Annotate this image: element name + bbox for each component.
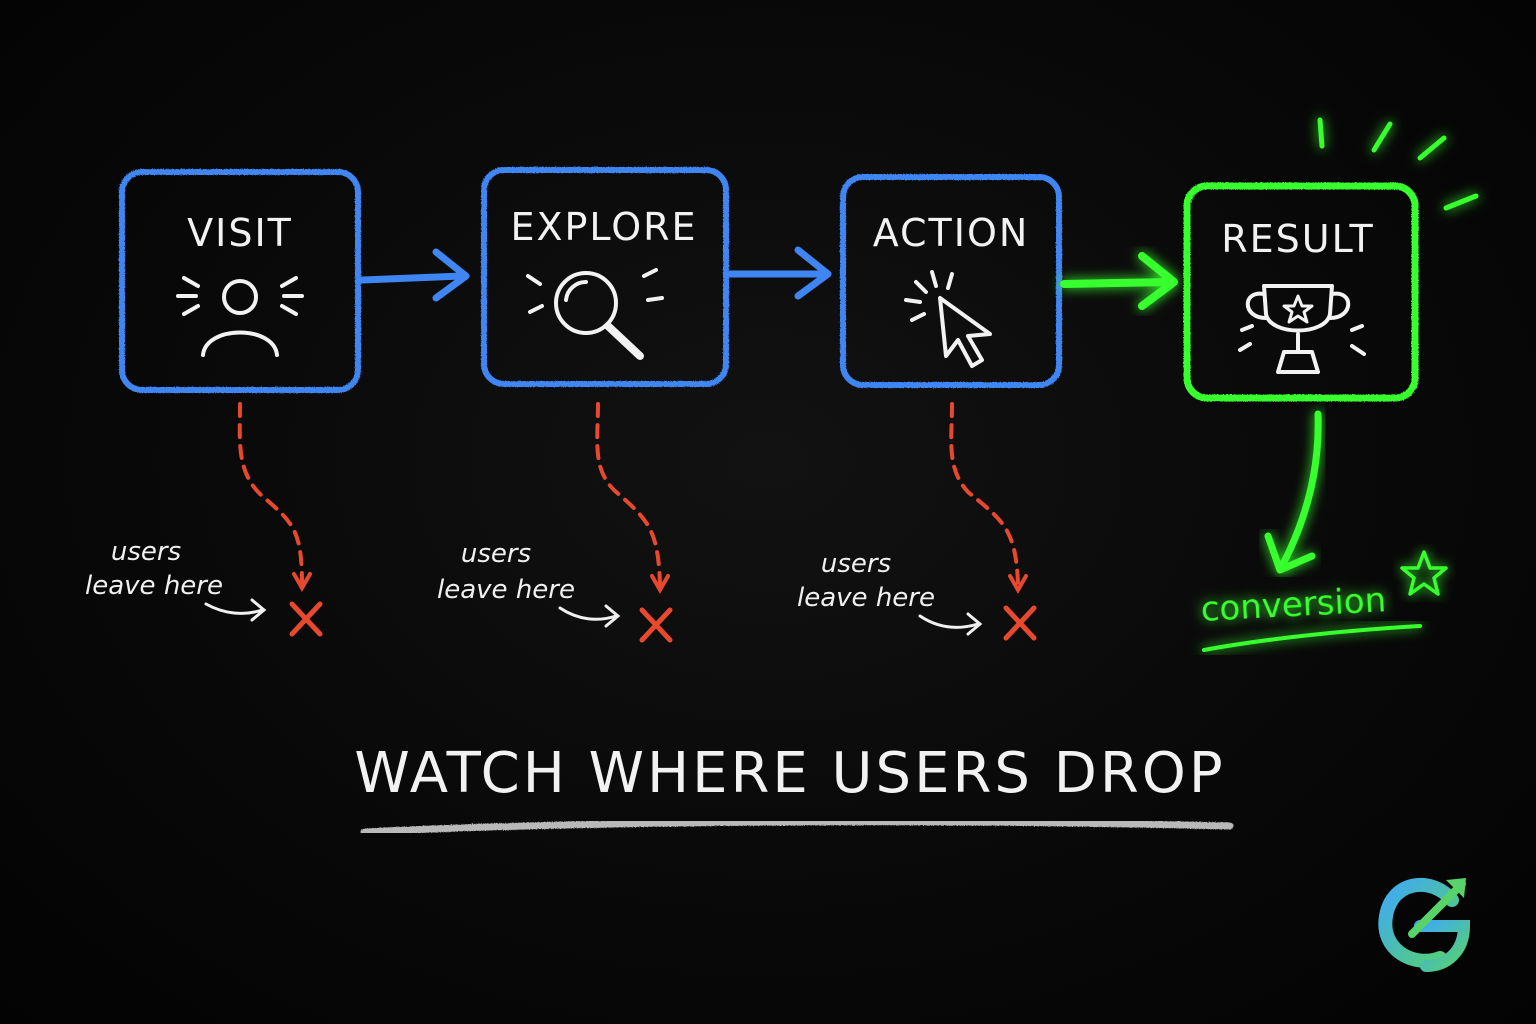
user-icon: [176, 276, 304, 357]
dropoff-1-pointer-arrow: [204, 598, 267, 622]
dropoff-2-line1: users: [461, 539, 531, 569]
conversion-arrow: [1278, 410, 1322, 570]
dropoff-3-line1: users: [821, 549, 891, 579]
dropoff-3-pointer-arrow: [918, 612, 983, 636]
stage-explore: EXPLORE: [481, 167, 729, 387]
dropoff-2-pointer-arrow: [558, 604, 621, 628]
stage-action-box: [840, 174, 1062, 388]
trophy-icon: [1238, 284, 1366, 374]
stage-explore-box: [481, 167, 729, 387]
cursor-icon: [904, 270, 992, 368]
dropoff-2: users leave here: [437, 402, 673, 643]
magnifier-icon: [526, 268, 664, 360]
stage-action-label: ACTION: [873, 211, 1030, 255]
stage-visit-box: [119, 169, 361, 393]
stage-visit-label: VISIT: [187, 211, 293, 255]
stage-explore-label: EXPLORE: [510, 205, 697, 249]
star-icon: [1400, 550, 1448, 596]
conversion-label: conversion: [1200, 580, 1387, 630]
conversion-underline: [1202, 624, 1422, 652]
headline-underline: [360, 818, 1234, 836]
stage-result-box: [1183, 182, 1419, 402]
logo-mark-icon: [1378, 878, 1471, 972]
stage-action: ACTION: [840, 174, 1062, 388]
dropoff-1: users leave here: [85, 402, 323, 637]
dropoff-1-line2: leave here: [85, 571, 223, 601]
flow-arrow-1: [358, 248, 470, 302]
dropoff-3-line2: leave here: [797, 583, 935, 613]
celebration-rays: [1317, 117, 1479, 211]
drop-x-icon: [639, 607, 673, 643]
dropoff-3: users leave here: [797, 402, 1037, 641]
drop-x-icon: [1003, 605, 1037, 641]
drop-x-icon: [289, 601, 323, 637]
stage-result-label: RESULT: [1221, 217, 1375, 261]
headline: WATCH WHERE USERS DROP: [354, 741, 1225, 806]
flow-arrow-3: [1060, 252, 1178, 310]
conversion: conversion: [1200, 410, 1448, 652]
stage-result: RESULT: [1183, 117, 1479, 402]
dropoff-1-line1: users: [111, 537, 181, 567]
dropoff-2-line2: leave here: [437, 575, 575, 605]
stage-visit: VISIT: [119, 169, 361, 393]
flow-arrow-2: [726, 246, 832, 300]
